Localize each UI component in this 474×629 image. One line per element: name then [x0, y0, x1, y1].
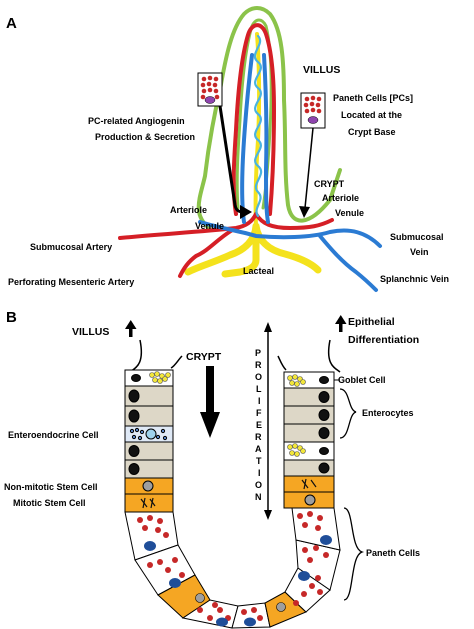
panel-b-letter: B — [6, 309, 17, 326]
enterocytes-bracket — [339, 388, 357, 439]
label-enterocytes: Enterocytes — [362, 408, 414, 418]
epithelial-up-arrow-head — [335, 315, 347, 324]
prolif-letter: I — [258, 468, 261, 478]
label-villus-a: VILLUS — [303, 64, 340, 76]
label-angiogenin-2: Production & Secretion — [95, 132, 195, 142]
crypt-down-arrow-head — [200, 412, 220, 438]
label-submucosal-vein-2: Vein — [410, 247, 429, 257]
prolif-letter: T — [256, 456, 262, 466]
prolif-letter: P — [255, 348, 261, 358]
villus-artery — [231, 23, 277, 216]
villus-up-arrow-left-head — [125, 320, 137, 329]
label-non-mitotic-stem: Non-mitotic Stem Cell — [4, 482, 98, 492]
label-crypt-b: CRYPT — [186, 351, 222, 363]
stem-cell-nucleus-base-2 — [276, 602, 286, 612]
label-mitotic-stem: Mitotic Stem Cell — [13, 498, 86, 508]
prolif-letter: R — [255, 360, 262, 370]
paneth-cell-box-left — [197, 72, 223, 107]
prolif-letter: R — [255, 432, 262, 442]
label-submucosal-vein-1: Submucosal — [390, 232, 444, 242]
epithelial-up-arrow-shaft — [339, 322, 343, 332]
label-venule-right: Venule — [335, 208, 364, 218]
prolif-letter: L — [256, 384, 262, 394]
label-paneth-cells-2: Located at the — [341, 110, 402, 120]
label-epithelial-2: Differentiation — [348, 334, 419, 346]
label-enteroendocrine: Enteroendocrine Cell — [8, 430, 99, 440]
proliferation-arrow-top — [264, 322, 272, 332]
villus-capillary — [253, 34, 263, 218]
epithelium-surface-right — [328, 339, 341, 373]
right-cell-column — [283, 371, 335, 509]
label-lacteal: Lacteal — [243, 266, 274, 276]
label-villus-b: VILLUS — [72, 326, 109, 338]
paneth-nuclei — [144, 535, 332, 627]
stem-cell-nucleus-base — [195, 593, 205, 603]
crypt-top-right — [277, 355, 287, 371]
crypt-top-left — [170, 355, 183, 369]
proliferation-arrow-bottom — [264, 510, 272, 520]
submucosal-artery-line — [118, 212, 334, 278]
prolif-letter: I — [258, 396, 261, 406]
prolif-letter: E — [256, 420, 262, 430]
angiogenin-arrowhead — [240, 205, 252, 219]
label-paneth-cells-1: Paneth Cells [PCs] — [333, 93, 413, 103]
villus-outline — [196, 6, 342, 230]
label-paneth-cells-3: Crypt Base — [348, 127, 396, 137]
label-crypt-a: CRYPT — [314, 179, 345, 189]
label-arteriole-right: Arteriole — [322, 193, 359, 203]
label-epithelial-1: Epithelial — [348, 316, 395, 328]
paneth-cell-box-right — [300, 92, 326, 129]
prolif-letter: A — [255, 444, 262, 454]
prolif-letter: O — [255, 372, 262, 382]
label-arteriole-left: Arteriole — [170, 205, 207, 215]
left-cell-column — [124, 369, 174, 513]
submucosal-vein-line — [198, 220, 382, 292]
label-submucosal-artery: Submucosal Artery — [30, 242, 112, 252]
label-angiogenin-1: PC-related Angiogenin — [88, 116, 185, 126]
paneth-pointer-line — [304, 127, 314, 209]
villus-vein — [240, 53, 270, 224]
epithelium-surface-left — [129, 339, 142, 373]
label-goblet-cell: Goblet Cell — [338, 375, 386, 385]
prolif-letter: F — [256, 408, 262, 418]
label-splanchnic-vein: Splanchnic Vein — [380, 274, 449, 284]
label-paneth-cells-b: Paneth Cells — [366, 548, 420, 558]
paneth-bracket — [343, 507, 365, 601]
paneth-granules — [137, 511, 329, 621]
label-venule-left: Venule — [195, 221, 224, 231]
crypt-down-arrow-shaft — [206, 366, 214, 416]
proliferation-label: P R O L I F E R A T I O N — [255, 348, 262, 502]
villus-up-arrow-left-shaft — [129, 327, 133, 337]
panel-a-letter: A — [6, 15, 17, 32]
prolif-letter: N — [255, 492, 262, 502]
prolif-letter: O — [255, 480, 262, 490]
villus-inner-outline — [235, 18, 273, 210]
paneth-pointer-arrowhead — [299, 206, 310, 218]
label-perforating-artery: Perforating Mesenteric Artery — [8, 277, 134, 287]
